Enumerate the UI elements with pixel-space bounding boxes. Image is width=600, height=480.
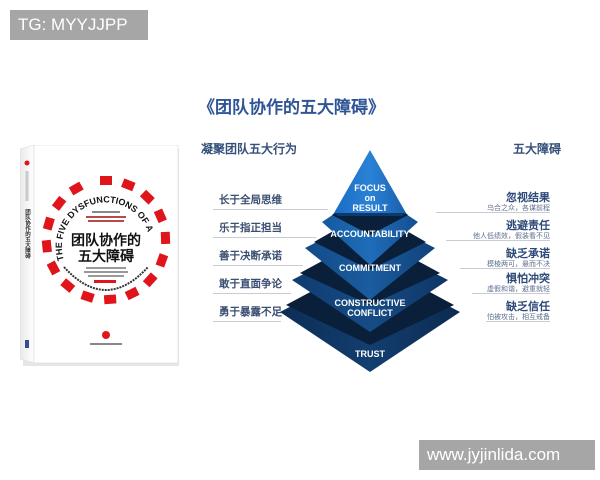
dysfunction-title: 缺乏承诺 [506, 247, 550, 260]
dysfunction-divider [446, 240, 550, 241]
dysfunction-subtitle: 怕被攻击，相互戒备 [487, 313, 550, 321]
behavior-divider [213, 321, 281, 322]
behaviors-heading: 凝聚团队五大行为 [201, 142, 298, 156]
behavior-divider [213, 237, 316, 238]
behavior-divider [213, 265, 303, 266]
watermark-top-left: TG: MYYJJPP [10, 10, 148, 40]
dysfunction-title: 逃避责任 [506, 219, 550, 232]
page-title: 《团队协作的五大障碍》 [198, 98, 385, 118]
dysfunction-title: 惧怕冲突 [506, 272, 550, 285]
behavior-divider [213, 293, 291, 294]
book-title-cn-line1: 团队协作的 [71, 232, 141, 249]
dysfunction-divider [486, 321, 550, 322]
dysfunction-subtitle: 乌合之众，各谋前程 [487, 204, 550, 212]
behavior-item: 敢于直面争论 [219, 278, 282, 290]
watermark-bottom-right: www.jyjinlida.com [419, 440, 595, 470]
pyramid-label-focus: FOCUS on RESULT [352, 183, 388, 213]
book-cover-illustration: 团队协作的五大障碍 THE FIVE DYSFUNCTIONS OF A [16, 137, 179, 366]
dysfunction-divider [436, 212, 550, 213]
dysfunction-title: 缺乏信任 [506, 300, 550, 313]
dysfunction-title: 忽视结果 [506, 191, 550, 204]
behavior-item: 勇于暴露不足 [219, 306, 282, 318]
behavior-item: 善于决断承诺 [219, 250, 282, 262]
pyramid-label-commitment: COMMITMENT [339, 263, 401, 273]
pyramid-label-trust: TRUST [355, 349, 385, 359]
behavior-item: 乐于指正担当 [219, 222, 282, 234]
dysfunction-subtitle: 模棱两可，悬而不决 [487, 260, 550, 268]
dysfunction-subtitle: 虚假和谐，避重就轻 [487, 285, 550, 293]
dysfunctions-heading: 五大障碍 [513, 142, 562, 156]
pyramid-diagram [280, 150, 460, 372]
dysfunction-subtitle: 他人低绩效，假装看不见 [473, 232, 550, 240]
spine-title: 团队协作的五大障碍 [24, 208, 31, 260]
book-title-cn-line2: 五大障碍 [78, 248, 134, 265]
dysfunction-divider [460, 268, 550, 269]
dysfunction-divider [472, 293, 550, 294]
pyramid-level-focus-on-result [334, 150, 406, 213]
pyramid-label-constructive-conflict: CONSTRUCTIVE CONFLICT [334, 298, 406, 318]
book-cover: 团队协作的五大障碍 THE FIVE DYSFUNCTIONS OF A [16, 137, 180, 367]
behavior-divider [213, 209, 328, 210]
behavior-item: 长于全局思维 [219, 194, 282, 206]
pyramid-label-accountability: ACCOUNTABILITY [330, 229, 410, 239]
